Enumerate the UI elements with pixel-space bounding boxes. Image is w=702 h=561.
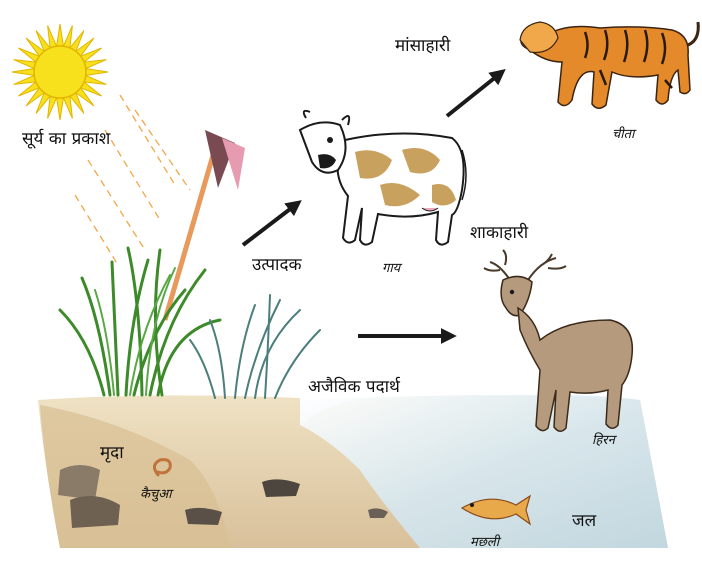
sun-ray	[57, 24, 64, 46]
sun-ray	[48, 26, 57, 48]
sunlight-rays	[75, 95, 190, 265]
sun-icon	[12, 24, 108, 120]
sun-ray	[57, 98, 64, 120]
sun-ray	[63, 96, 72, 118]
label-earthworm: कैचुआ	[140, 484, 172, 502]
sun-ray	[63, 26, 72, 48]
sun-ray	[12, 69, 34, 76]
label-fish: मछली	[470, 532, 499, 550]
cow-icon	[300, 111, 466, 245]
label-herbivore: शाकाहारी	[470, 220, 528, 243]
label-abiotic: अजैविक पदार्थ	[308, 374, 400, 397]
sun-ray	[14, 75, 36, 84]
arrow-icon	[165, 130, 245, 320]
tiger-icon	[520, 22, 698, 108]
sun-ray	[86, 69, 108, 76]
label-cheetah: चीता	[612, 124, 634, 142]
label-sunlight: सूर्य का प्रकाश	[22, 126, 110, 149]
label-water: जल	[572, 508, 596, 531]
label-producer: उत्पादक	[252, 252, 302, 275]
sun-ray	[14, 60, 36, 69]
label-soil: मृदा	[100, 440, 124, 463]
label-deer: हिरन	[592, 430, 615, 448]
sun-ray	[84, 60, 106, 69]
arrow-producer-to-cow	[243, 203, 298, 245]
label-carnivore: मांसाहारी	[395, 33, 450, 56]
arrow-cow-to-cheetah	[447, 72, 502, 116]
label-cow: गाय	[382, 258, 400, 276]
sun-ray	[48, 96, 57, 118]
sun-ray	[84, 75, 106, 84]
